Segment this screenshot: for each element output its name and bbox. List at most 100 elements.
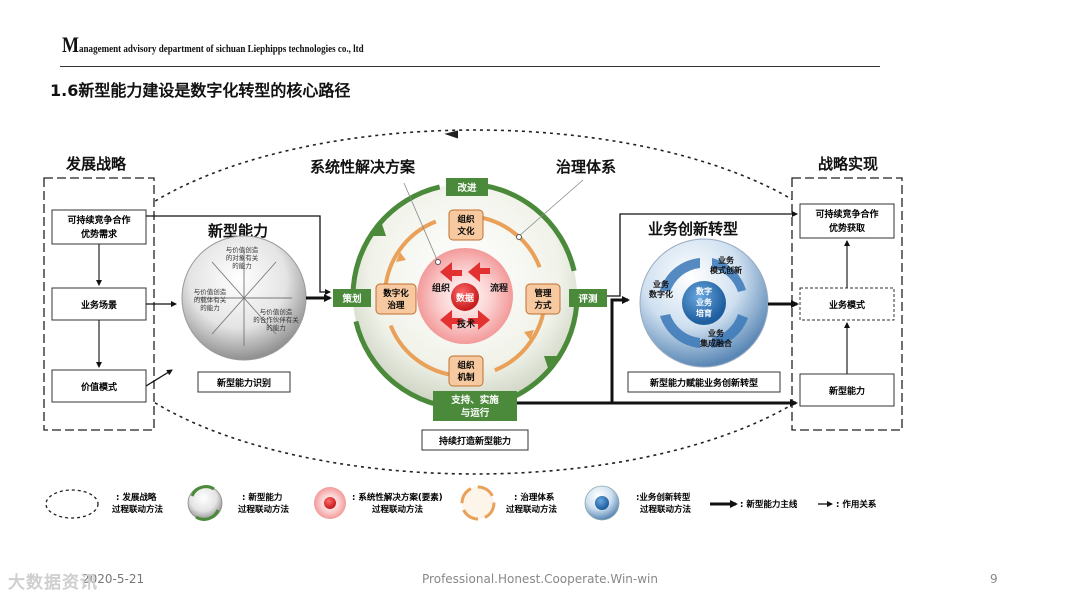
innovation-heading: 业务创新转型 bbox=[648, 220, 738, 238]
legend-item5-line2: 过程联动方法 bbox=[640, 504, 692, 515]
evaluate-to-advantage-connector bbox=[607, 211, 798, 297]
sphere-text-top-2: 的对象有关 bbox=[226, 253, 259, 262]
legend-capability-symbol bbox=[187, 485, 223, 521]
green-ring-arrowhead-1 bbox=[372, 224, 386, 236]
plan-tag-label: 策划 bbox=[341, 293, 361, 305]
right-box-capability bbox=[799, 373, 895, 407]
solution-pointer-dot bbox=[435, 259, 441, 265]
company-header: Management advisory department of sichua… bbox=[62, 34, 364, 56]
biz-digital-line1: 业务 bbox=[653, 279, 670, 289]
company-name: anagement advisory department of sichuan… bbox=[79, 43, 364, 55]
org-mech-box bbox=[448, 355, 484, 387]
support-tag-line1: 支持、实施 bbox=[450, 394, 499, 406]
innovation-caption-box bbox=[627, 371, 781, 393]
mgmt-mode-line2: 方式 bbox=[534, 300, 552, 311]
mgmt-mode-box bbox=[525, 283, 561, 315]
legend-item1-line2: 过程联动方法 bbox=[112, 504, 164, 515]
right-box-advantage bbox=[799, 203, 895, 239]
solution-caption-box bbox=[421, 429, 529, 451]
orange-ring-arrowhead-2 bbox=[524, 330, 534, 340]
page-number: 9 bbox=[990, 572, 998, 586]
value-to-capability-connector bbox=[145, 369, 173, 387]
innovation-core bbox=[682, 281, 726, 325]
right-box-model bbox=[799, 287, 895, 321]
sphere-text-left-1: 与价值创造 bbox=[194, 287, 227, 296]
legend-item1-line1: : 发展战略 bbox=[116, 492, 157, 503]
evaluate-tag-label: 评测 bbox=[578, 293, 598, 305]
legend-item2-line2: 过程联动方法 bbox=[238, 504, 290, 515]
org-culture-line1: 组织 bbox=[457, 214, 475, 225]
capability-heading: 新型能力 bbox=[208, 222, 268, 240]
capability-caption-box bbox=[197, 371, 291, 393]
sphere-text-top-1: 与价值创造 bbox=[226, 245, 259, 254]
core-flow-label: 流程 bbox=[490, 282, 508, 294]
solution-caption: 持续打造新型能力 bbox=[439, 435, 511, 447]
legend-solution-core bbox=[324, 497, 336, 509]
data-core bbox=[451, 283, 479, 311]
capability-caption: 新型能力识别 bbox=[217, 377, 271, 389]
legend-item2-line1: : 新型能力 bbox=[242, 492, 282, 503]
legend-strategy-symbol bbox=[45, 489, 99, 519]
legend-item7: : 作用关系 bbox=[836, 499, 877, 510]
biz-integration-line2: 集成融合 bbox=[699, 338, 733, 348]
legend-item5-line1: :业务创新转型 bbox=[636, 492, 691, 503]
legend-item4-line1: : 治理体系 bbox=[514, 492, 555, 503]
legend-capability-green-arc bbox=[190, 485, 215, 497]
org-culture-box bbox=[448, 209, 484, 241]
sphere-text-left-3: 的能力 bbox=[200, 303, 220, 312]
footer-slogan: Professional.Honest.Cooperate.Win-win bbox=[422, 572, 658, 586]
watermark: 大数据资讯 bbox=[8, 573, 98, 593]
left-box-demand-line1: 可持续竞争合作 bbox=[67, 214, 130, 226]
demand-to-plan-connector bbox=[146, 215, 331, 295]
left-box-scenario bbox=[51, 287, 147, 321]
governance-pointer bbox=[518, 179, 584, 237]
solution-heading: 系统性解决方案 bbox=[310, 158, 416, 176]
legend-innovation-core bbox=[595, 496, 609, 510]
core-org-label: 组织 bbox=[432, 282, 450, 294]
sphere-text-right-3: 的能力 bbox=[266, 323, 286, 332]
support-tag-line2: 与运行 bbox=[461, 407, 490, 419]
ellipse-arrowhead bbox=[444, 130, 459, 139]
support-tag bbox=[433, 391, 517, 421]
legend-item3-line1: : 系统性解决方案(要素) bbox=[352, 492, 443, 503]
legend-item3-line2: 过程联动方法 bbox=[372, 504, 424, 515]
sphere-text-top-3: 的能力 bbox=[232, 261, 252, 270]
plan-tag bbox=[333, 289, 371, 307]
orange-ring-arrowhead-1 bbox=[396, 252, 406, 262]
left-box-value-label: 价值模式 bbox=[81, 381, 117, 393]
mgmt-mode-line1: 管理 bbox=[534, 288, 552, 299]
header-rule bbox=[60, 66, 880, 67]
left-box-demand bbox=[51, 209, 147, 245]
biz-digital-line2: 数字化 bbox=[649, 289, 673, 299]
left-panel-heading: 发展战略 bbox=[65, 155, 127, 173]
governance-heading: 治理体系 bbox=[556, 158, 616, 176]
left-box-demand-line2: 优势需求 bbox=[81, 228, 118, 240]
company-initial: M bbox=[62, 32, 80, 57]
right-box-advantage-line1: 可持续竞争合作 bbox=[815, 208, 878, 220]
innovation-core-line1: 数字 bbox=[696, 286, 712, 296]
biz-model-innov-line1: 业务 bbox=[718, 255, 735, 265]
capability-rays bbox=[196, 250, 292, 346]
left-box-scenario-label: 业务场景 bbox=[81, 299, 117, 311]
org-mech-line1: 组织 bbox=[457, 360, 475, 371]
solution-pointer bbox=[403, 182, 439, 263]
innovation-core-line3: 培育 bbox=[696, 308, 712, 318]
legend-governance-symbol bbox=[460, 485, 496, 521]
green-ring-arrowhead-2 bbox=[544, 356, 558, 368]
right-box-model-label: 业务模式 bbox=[829, 299, 865, 311]
evaluate-tag bbox=[569, 289, 607, 307]
innovation-core-line2: 业务 bbox=[696, 297, 713, 307]
legend-item4-line2: 过程联动方法 bbox=[506, 504, 558, 515]
improve-tag bbox=[446, 178, 488, 196]
sphere-text-right-1: 与价值创造 bbox=[260, 307, 293, 316]
legend-capability-green-arc2 bbox=[195, 509, 220, 521]
data-core-label: 数据 bbox=[456, 292, 474, 304]
legend: : 发展战略 过程联动方法 : 新型能力 过程联动方法 : 系统性解决方案(要素… bbox=[45, 485, 877, 521]
footer-date: 2020-5-21 bbox=[82, 572, 145, 586]
sphere-text-left-2: 的载体有关 bbox=[194, 295, 227, 304]
right-box-capability-label: 新型能力 bbox=[829, 385, 865, 397]
org-mech-line2: 机制 bbox=[457, 372, 475, 383]
biz-model-innov-line2: 模式创新 bbox=[710, 265, 742, 275]
innovation-swirl bbox=[660, 258, 748, 348]
